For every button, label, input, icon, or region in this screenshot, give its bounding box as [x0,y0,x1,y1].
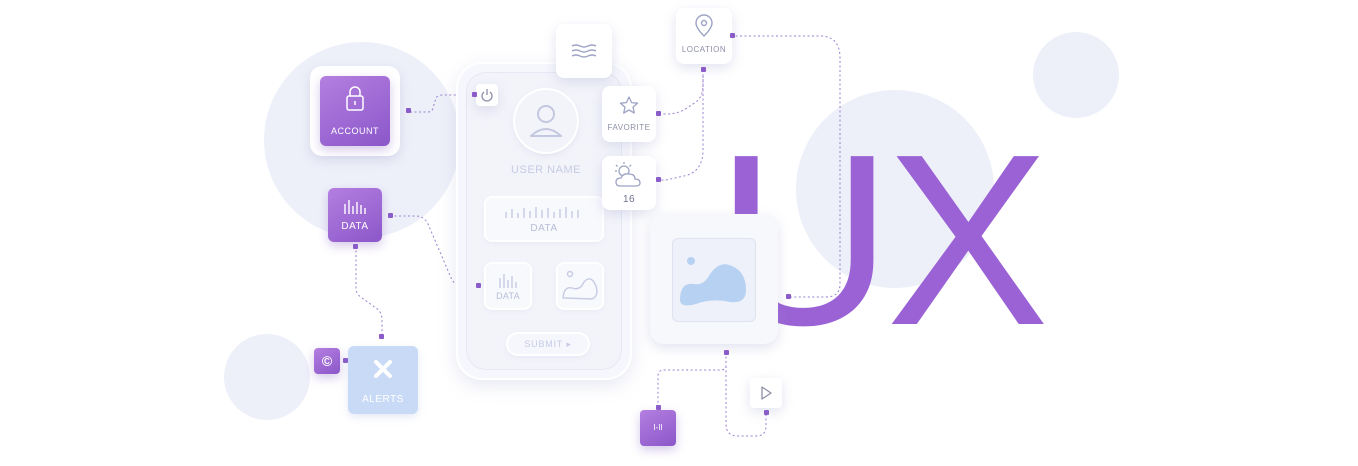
bar-chart-icon [499,274,517,288]
port [656,177,661,182]
menu-card[interactable] [556,24,612,78]
port [353,244,358,249]
user-name-label: USER NAME [511,164,581,176]
power-button[interactable] [476,84,498,106]
alerts-label: ALERTS [362,394,404,405]
bg-circle-right-small [1033,32,1119,118]
play-button[interactable] [750,378,782,408]
power-icon [481,89,493,102]
image-placeholder[interactable] [672,238,756,322]
copyright-badge[interactable]: © [314,348,340,374]
location-pin-icon [695,14,713,37]
port [388,213,393,218]
port [786,294,791,299]
bar-chart-icon [344,200,366,214]
port [656,111,661,116]
close-icon [374,360,392,378]
user-avatar[interactable] [515,90,577,152]
phone-data-card-label: DATA [496,291,520,301]
data-field[interactable] [486,198,602,240]
account-label: ACCOUNT [331,126,379,136]
weather-widget[interactable]: 16 [602,156,656,210]
port [701,67,706,72]
image-icon [680,257,746,306]
waveform-icon [505,207,579,218]
pause-label: I-II [653,423,663,432]
submit-button[interactable]: SUBMIT ▸ [508,334,588,354]
star-icon [619,96,639,114]
port [476,283,481,288]
location-label: LOCATION [681,45,727,54]
copyright-symbol: © [321,353,333,369]
pause-button[interactable]: I-II [640,410,676,446]
port [656,405,661,410]
phone-data-card[interactable] [486,264,530,308]
submit-label: SUBMIT [524,339,563,349]
weather-icon [615,162,641,187]
data-button[interactable]: DATA [328,188,382,242]
user-icon [530,105,562,137]
account-button[interactable]: ACCOUNT [320,76,390,146]
alerts-button[interactable]: ALERTS [348,346,418,414]
play-icon [761,386,772,400]
port [764,410,769,415]
data-field-label: DATA [530,223,558,234]
menu-lines-icon [571,44,597,58]
location-button[interactable]: LOCATION [676,8,732,64]
port [343,358,348,363]
favorite-button[interactable]: FAVORITE [602,86,656,142]
data-label: DATA [341,221,369,232]
phone-image-card[interactable] [558,264,602,308]
port [379,334,384,339]
bg-circle-small-left [224,334,310,420]
port [406,108,411,113]
lock-icon [346,86,364,111]
port [730,33,735,38]
favorite-label: FAVORITE [607,123,651,132]
image-icon [562,270,598,300]
port [724,350,729,355]
weather-temp: 16 [622,194,636,205]
play-arrow-icon: ▸ [566,339,572,349]
port [472,92,477,97]
